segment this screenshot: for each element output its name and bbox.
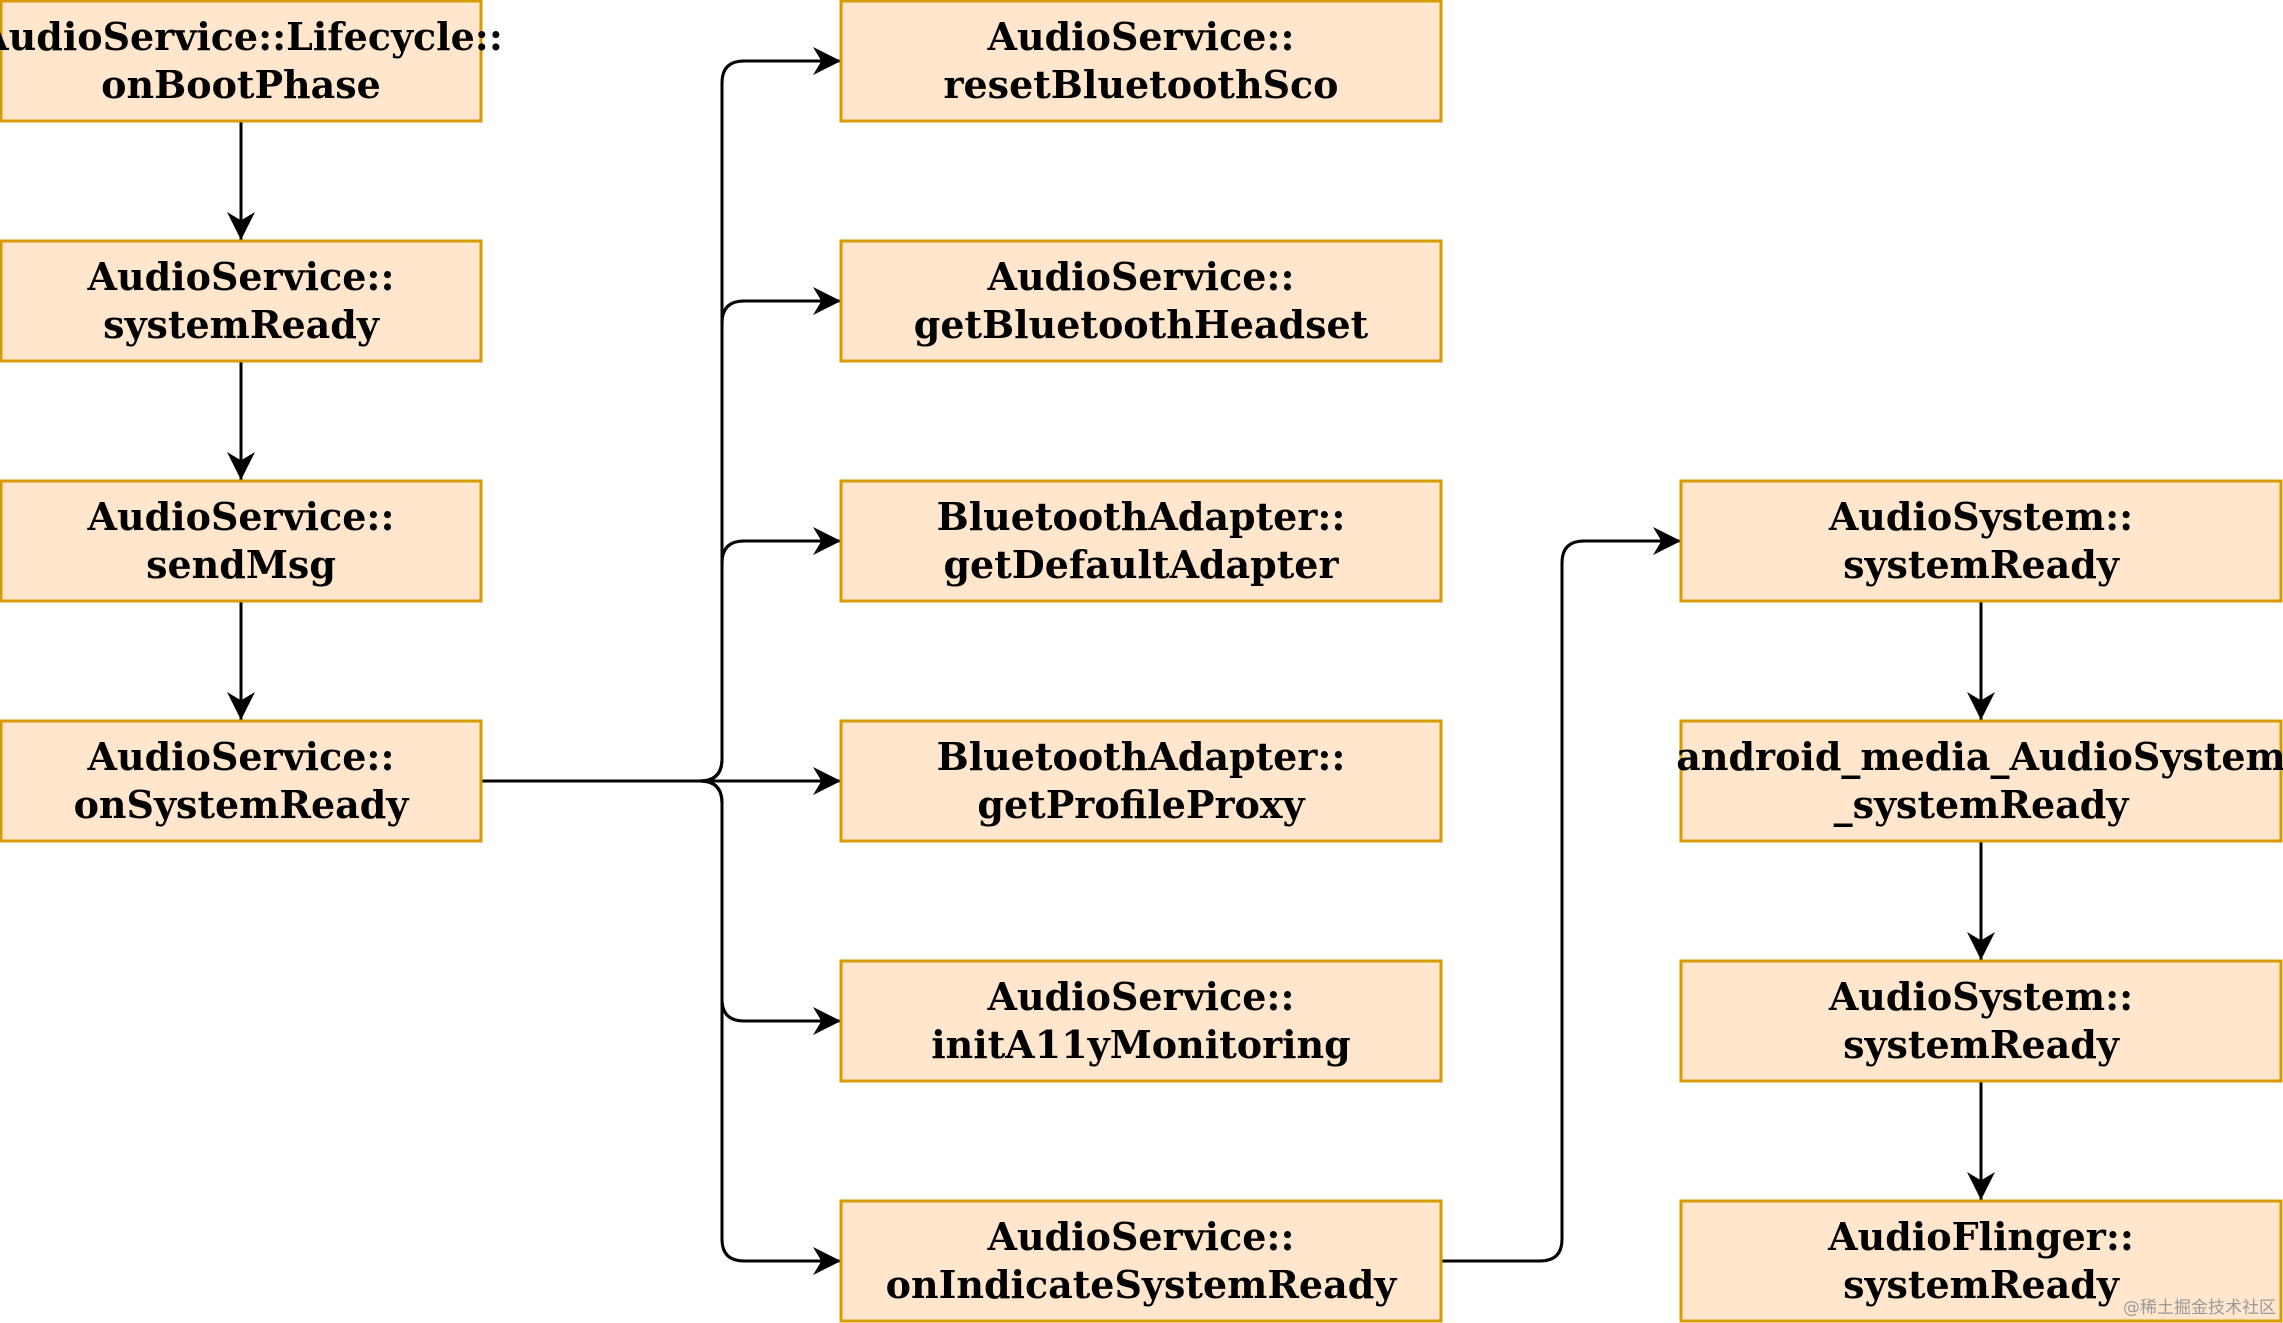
node-audioflinger-systemready: AudioFlinger:: systemReady <box>1679 1199 2283 1323</box>
watermark-text: @稀土掘金技术社区 <box>2123 1298 2276 1318</box>
node-line-2: getBluetoothHeadset <box>914 302 1369 347</box>
node-line-1: AudioService:: <box>87 254 395 299</box>
edge-onsystemready-to-resetbluetoothsco <box>482 47 841 783</box>
node-line-2: onBootPhase <box>101 62 381 107</box>
edges <box>227 47 1995 1275</box>
node-line-1: AudioService:: <box>987 974 1295 1019</box>
node-line-2: systemReady <box>1843 542 2120 587</box>
node-line-2: systemReady <box>1843 1262 2120 1307</box>
node-android-media-audiosystem: android_media_AudioSystem _systemReady <box>1676 719 2283 843</box>
node-audiosystem-systemready-java: AudioSystem:: systemReady <box>1679 479 2283 603</box>
node-line-1: BluetoothAdapter:: <box>937 494 1346 539</box>
node-line-1: AudioService:: <box>87 494 395 539</box>
node-line-1: BluetoothAdapter:: <box>937 734 1346 779</box>
node-get-default-adapter: BluetoothAdapter:: getDefaultAdapter <box>839 479 1443 603</box>
edge-onsystemready-to-getdefaultadapter <box>482 527 841 783</box>
node-get-profile-proxy: BluetoothAdapter:: getProfileProxy <box>839 719 1443 843</box>
node-line-2: onSystemReady <box>74 782 410 827</box>
node-audiosystem-systemready-native: AudioSystem:: systemReady <box>1679 959 2283 1083</box>
node-line-2: systemReady <box>103 302 380 347</box>
node-line-1: AudioService:: <box>987 254 1295 299</box>
edge-onsystemready-to-inita11ymonitoring <box>482 779 841 1035</box>
edge-onsystemready-to-onindicatesystemready <box>482 779 841 1275</box>
node-line-1: AudioService::Lifecycle:: <box>0 14 503 59</box>
node-lifecycle-onbootphase: AudioService::Lifecycle:: onBootPhase <box>0 0 503 123</box>
node-line-2: _systemReady <box>1834 782 2130 827</box>
node-audioservice-systemready: AudioService:: systemReady <box>0 239 483 363</box>
node-line-2: getDefaultAdapter <box>943 542 1339 587</box>
node-line-2: onIndicateSystemReady <box>886 1262 1398 1307</box>
edge-onindicate-to-audiosystem <box>1441 527 1681 1263</box>
node-line-1: AudioService:: <box>987 14 1295 59</box>
node-audioservice-onsystemready: AudioService:: onSystemReady <box>0 719 483 843</box>
node-line-1: AudioService:: <box>87 734 395 779</box>
node-init-a11y-monitoring: AudioService:: initA11yMonitoring <box>839 959 1443 1083</box>
node-reset-bluetooth-sco: AudioService:: resetBluetoothSco <box>839 0 1443 123</box>
node-on-indicate-system-ready: AudioService:: onIndicateSystemReady <box>839 1199 1443 1323</box>
node-line-2: getProfileProxy <box>977 782 1305 827</box>
node-line-1: AudioService:: <box>987 1214 1295 1259</box>
node-line-2: initA11yMonitoring <box>931 1022 1351 1067</box>
node-line-1: android_media_AudioSystem <box>1676 734 2283 779</box>
node-line-1: AudioFlinger:: <box>1827 1214 2134 1259</box>
node-line-1: AudioSystem:: <box>1828 494 2133 539</box>
node-line-2: resetBluetoothSco <box>943 62 1338 107</box>
node-line-2: systemReady <box>1843 1022 2120 1067</box>
node-get-bluetooth-headset: AudioService:: getBluetoothHeadset <box>839 239 1443 363</box>
node-line-1: AudioSystem:: <box>1828 974 2133 1019</box>
node-line-2: sendMsg <box>146 542 336 587</box>
node-audioservice-sendmsg: AudioService:: sendMsg <box>0 479 483 603</box>
